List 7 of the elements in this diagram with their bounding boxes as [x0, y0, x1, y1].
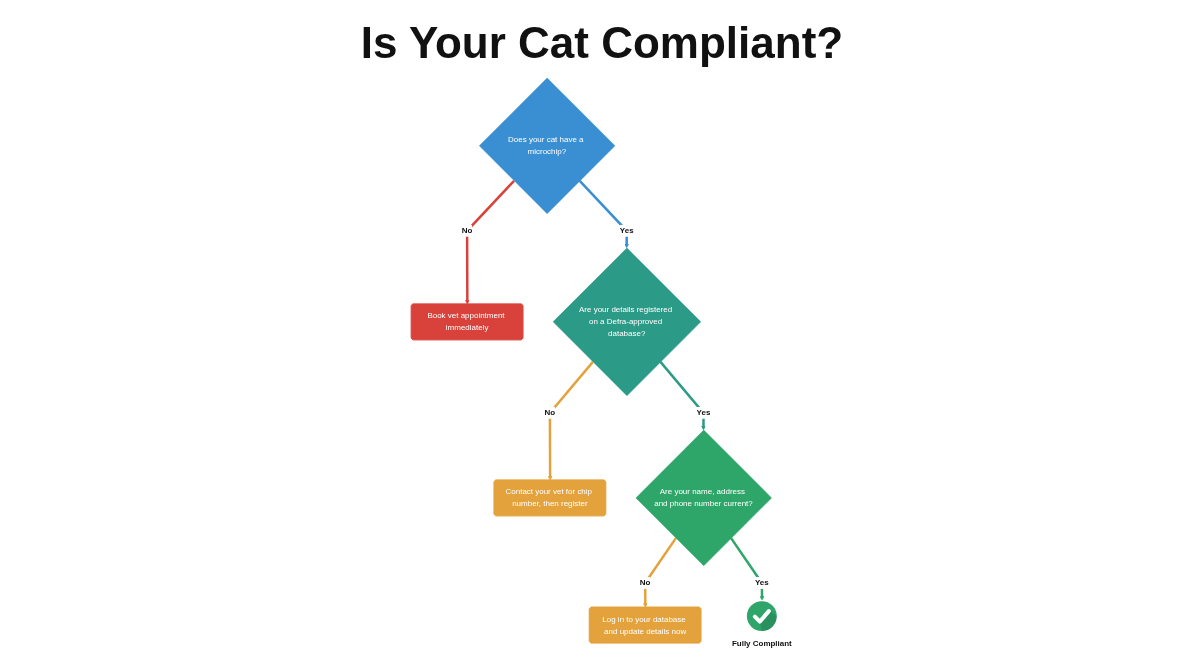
arrow [659, 361, 706, 431]
arrow [547, 361, 594, 481]
arrow [643, 537, 677, 608]
diagram-title: Is Your Cat Compliant? [359, 17, 845, 69]
arrow [578, 179, 629, 249]
arrow [465, 179, 515, 305]
arrow [730, 537, 765, 601]
